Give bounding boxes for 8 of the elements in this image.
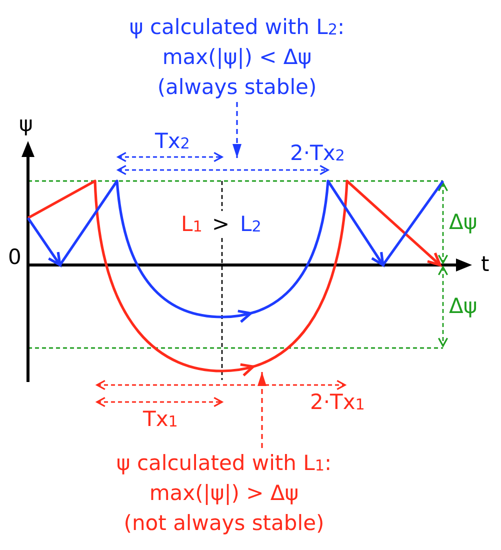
dimension-label: Δψ <box>449 212 478 233</box>
operator-label: > <box>212 214 230 235</box>
axis-label: 0 <box>8 247 22 268</box>
dimension-label: Δψ <box>449 296 478 317</box>
axis-label: ψ <box>19 114 33 135</box>
axis-label: t <box>481 254 490 275</box>
leader-arrow <box>232 102 242 158</box>
leader-arrow <box>258 372 266 448</box>
